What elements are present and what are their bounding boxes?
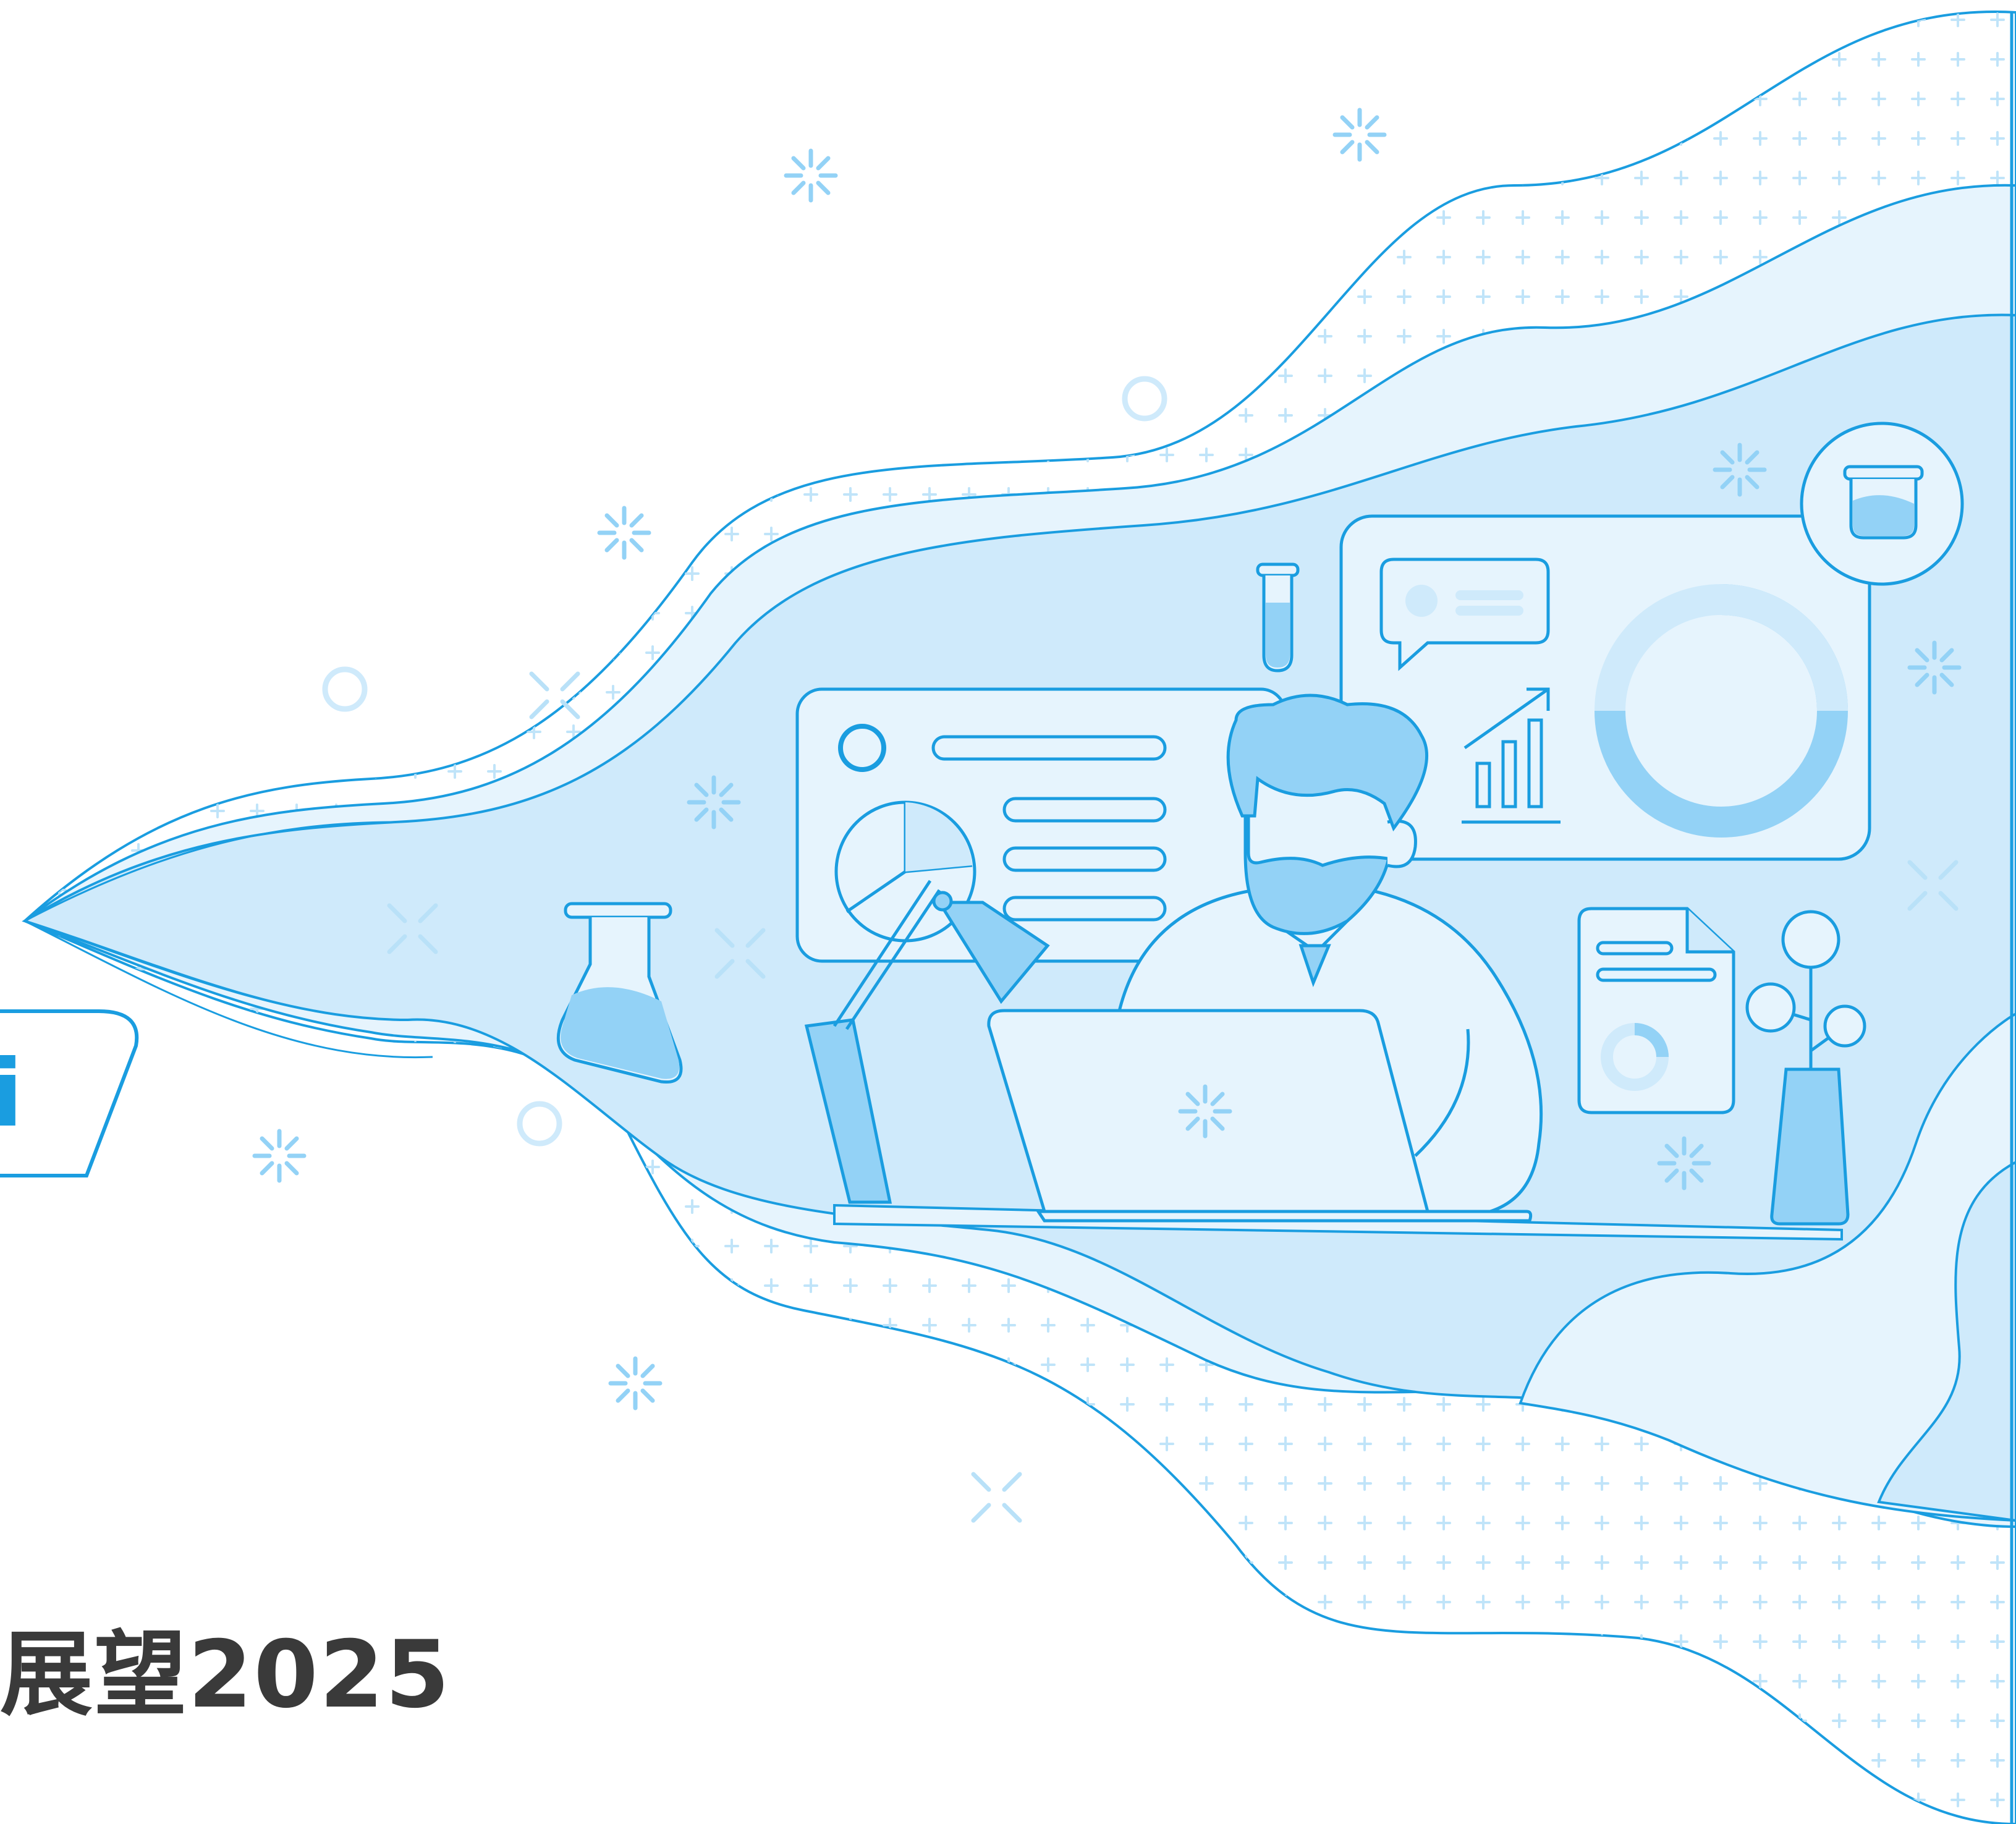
laptop-icon <box>987 1009 1533 1223</box>
cross-mark <box>529 671 580 719</box>
bar-chart-icon <box>1462 687 1561 824</box>
sparkle-icon <box>1332 108 1387 162</box>
cross-mark <box>971 1472 1022 1523</box>
title-badge <box>0 1009 139 1177</box>
chat-bubble-icon <box>1379 558 1550 671</box>
desk-lamp-icon <box>804 880 1050 1204</box>
sparkle-icon <box>608 1356 663 1410</box>
circle-mark <box>322 666 368 712</box>
document-icon <box>1577 907 1735 1114</box>
dashboard-card-right <box>1339 514 1871 861</box>
sparkle-icon <box>784 148 838 203</box>
donut-chart-icon <box>1595 584 1848 838</box>
sparkle-icon <box>687 775 741 829</box>
sparkle-icon <box>1713 443 1767 497</box>
sparkle-icon <box>1907 640 1962 695</box>
sparkle-icon <box>1657 1136 1711 1190</box>
streak-line <box>24 920 409 1021</box>
circle-mark <box>517 1101 562 1147</box>
streak-line <box>24 920 433 1059</box>
flask-icon <box>556 902 683 1084</box>
streak-line <box>24 821 396 922</box>
cross-mark <box>714 928 766 979</box>
cross-mark <box>387 903 438 954</box>
sparkle-icon <box>597 506 651 560</box>
footer-title: 展望2025 <box>0 1621 451 1729</box>
plant-vase-icon <box>1745 910 1866 1226</box>
beaker-icon <box>1800 422 1964 586</box>
test-tube-icon <box>1256 562 1300 672</box>
floor-blob-right <box>1877 1160 2016 1522</box>
cross-mark <box>1907 860 1959 911</box>
sparkle-icon <box>252 1129 307 1183</box>
title-badge-glyph: i <box>0 1040 23 1148</box>
floor-blob <box>1518 1012 2016 1522</box>
sparkle-icon <box>1178 1084 1232 1139</box>
circle-mark <box>1122 376 1167 422</box>
